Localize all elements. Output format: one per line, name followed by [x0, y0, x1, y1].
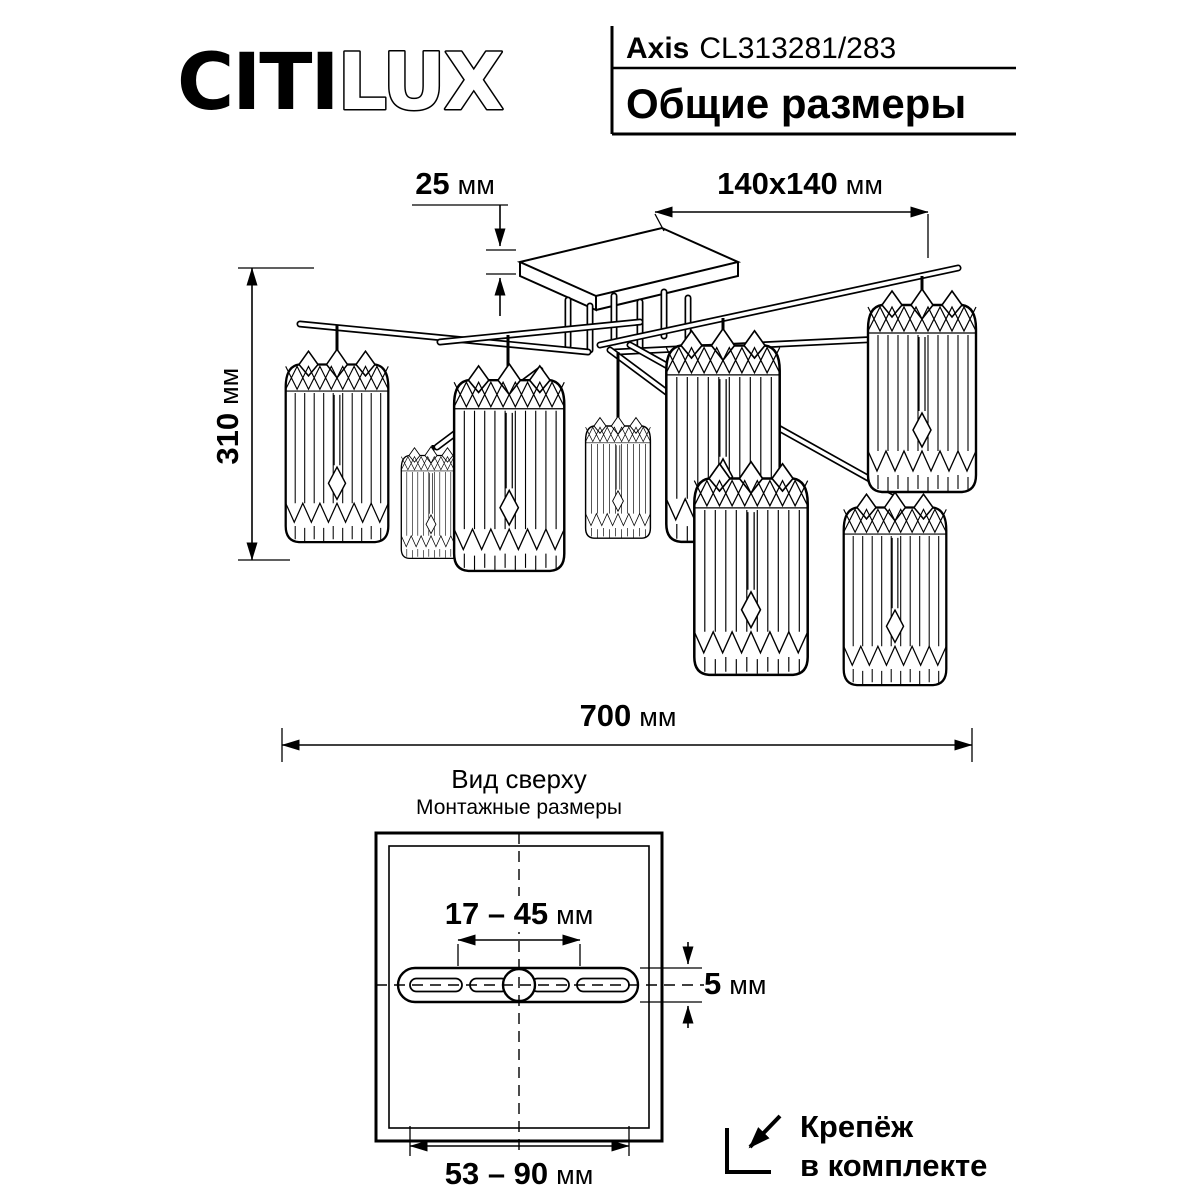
fastener-note: Крепёж в комплекте: [800, 1108, 987, 1186]
dimension-fixture-height: [238, 267, 314, 561]
dim-value: 700: [579, 698, 632, 733]
header-rules: [610, 26, 1016, 136]
dim-label-fixture-height: 310 мм: [209, 346, 247, 487]
dim-value: 5: [704, 966, 722, 1001]
dim-unit: мм: [213, 367, 244, 405]
dim-unit: мм: [556, 1160, 594, 1190]
dimension-mount-inner: [457, 934, 581, 966]
model-name: Axis: [626, 32, 690, 65]
dimension-mount-outer: [409, 1126, 630, 1156]
dim-value: 25: [415, 166, 450, 201]
crystal-shade: [284, 348, 390, 544]
dim-unit: мм: [845, 170, 883, 200]
crystal-shade: [842, 491, 948, 687]
page-subtitle: Общие размеры: [626, 80, 967, 127]
logo-outline-text: LUX: [338, 38, 503, 128]
logo-solid-text: CITI: [177, 38, 338, 128]
top-view-subtitle: Монтажные размеры: [416, 796, 622, 819]
model-code: CL313281/283: [699, 32, 897, 65]
dimension-mount-slot-width: [640, 942, 702, 1028]
dim-unit: мм: [556, 900, 594, 930]
svg-text:CITILUX: CITILUX: [177, 38, 503, 128]
top-view-title: Вид сверху: [451, 764, 587, 794]
crystal-shade: [400, 446, 462, 560]
dim-value: 310: [209, 412, 245, 465]
dim-unit: мм: [639, 702, 677, 732]
crystal-shade: [584, 415, 652, 539]
dimension-fixture-width: [281, 728, 973, 762]
dim-value: 17 – 45: [444, 896, 549, 931]
top-view-drawing: [374, 831, 704, 1192]
dimension-annotations: [238, 204, 973, 762]
model-title: Axis CL313281/283: [626, 32, 896, 66]
dim-unit: мм: [729, 970, 767, 1000]
dim-value: 140x140: [717, 166, 838, 201]
dimension-canopy-plate: [654, 206, 929, 258]
fastener-note-line2: в комплекте: [800, 1147, 988, 1183]
crystal-shade: [693, 460, 809, 677]
crystal-shade: [866, 287, 978, 494]
fastener-note-line1: Крепёж: [800, 1109, 914, 1144]
fastener-icon: [725, 1114, 782, 1174]
dim-unit: мм: [457, 170, 495, 200]
dim-value: 53 – 90: [444, 1156, 549, 1191]
crystal-shade: [452, 362, 566, 573]
dimension-canopy-offset: [412, 204, 516, 316]
mounting-bracket: [396, 966, 640, 1004]
ceiling-canopy: [516, 226, 742, 312]
citilux-logo: CITILUX: [177, 37, 506, 130]
